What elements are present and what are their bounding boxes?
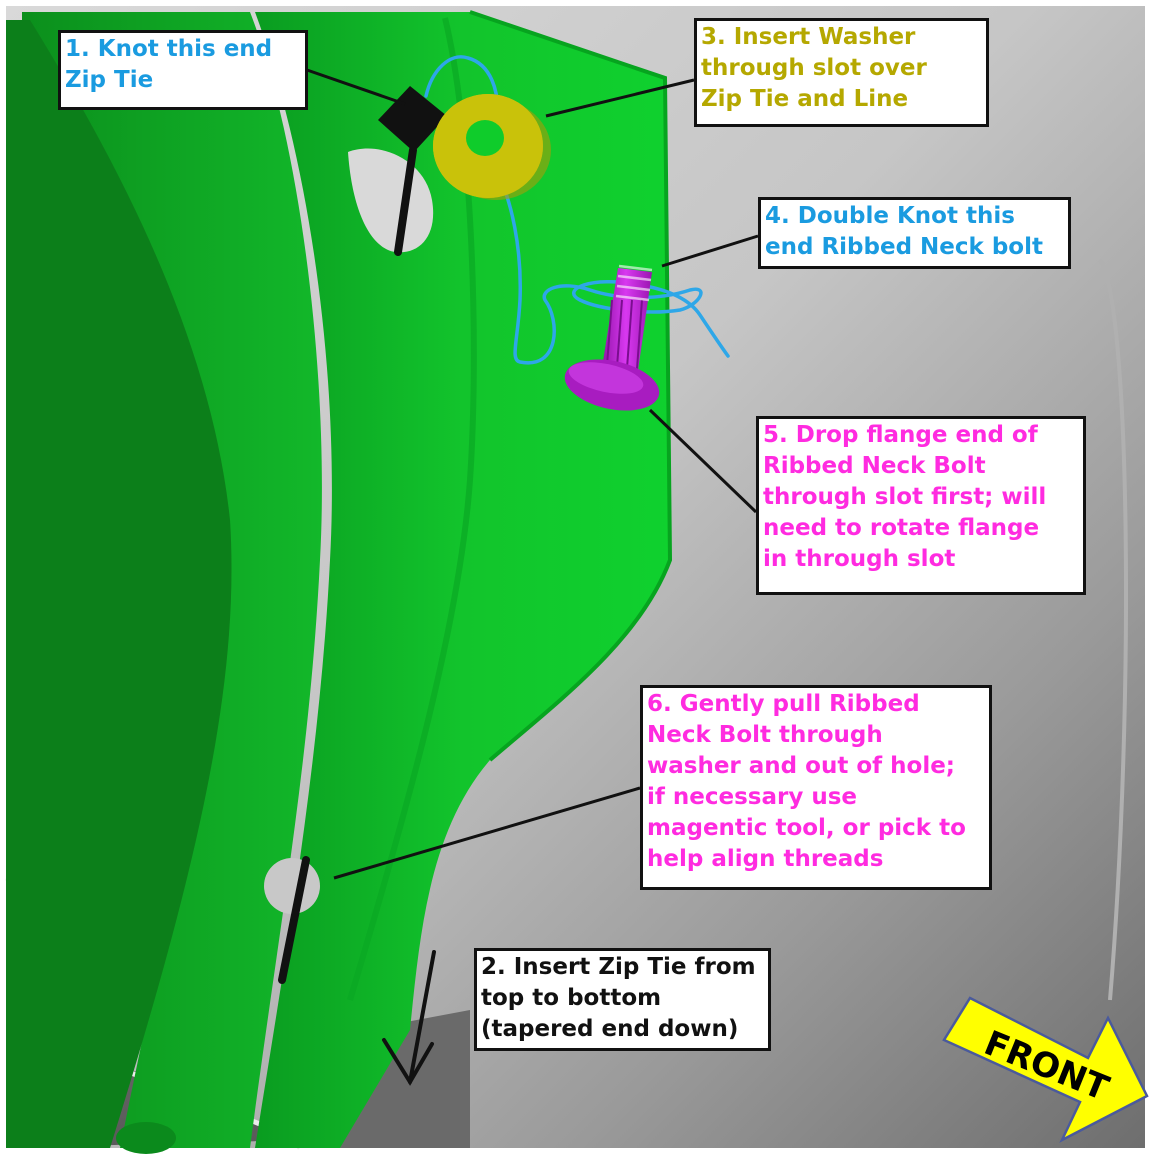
callout-step5: 5. Drop flange end of Ribbed Neck Bolt t… [756, 416, 1086, 595]
callout-step2: 2. Insert Zip Tie from top to bottom (ta… [474, 948, 771, 1051]
callout-step4: 4. Double Knot this end Ribbed Neck bolt [758, 197, 1071, 269]
callout-step6: 6. Gently pull Ribbed Neck Bolt through … [640, 685, 992, 890]
washer-hole [466, 120, 504, 156]
callout-step3: 3. Insert Washer through slot over Zip T… [694, 18, 989, 127]
floor-hole [116, 1122, 176, 1154]
callout-step1: 1. Knot this end Zip Tie [58, 30, 308, 110]
lower-hole [264, 858, 320, 914]
